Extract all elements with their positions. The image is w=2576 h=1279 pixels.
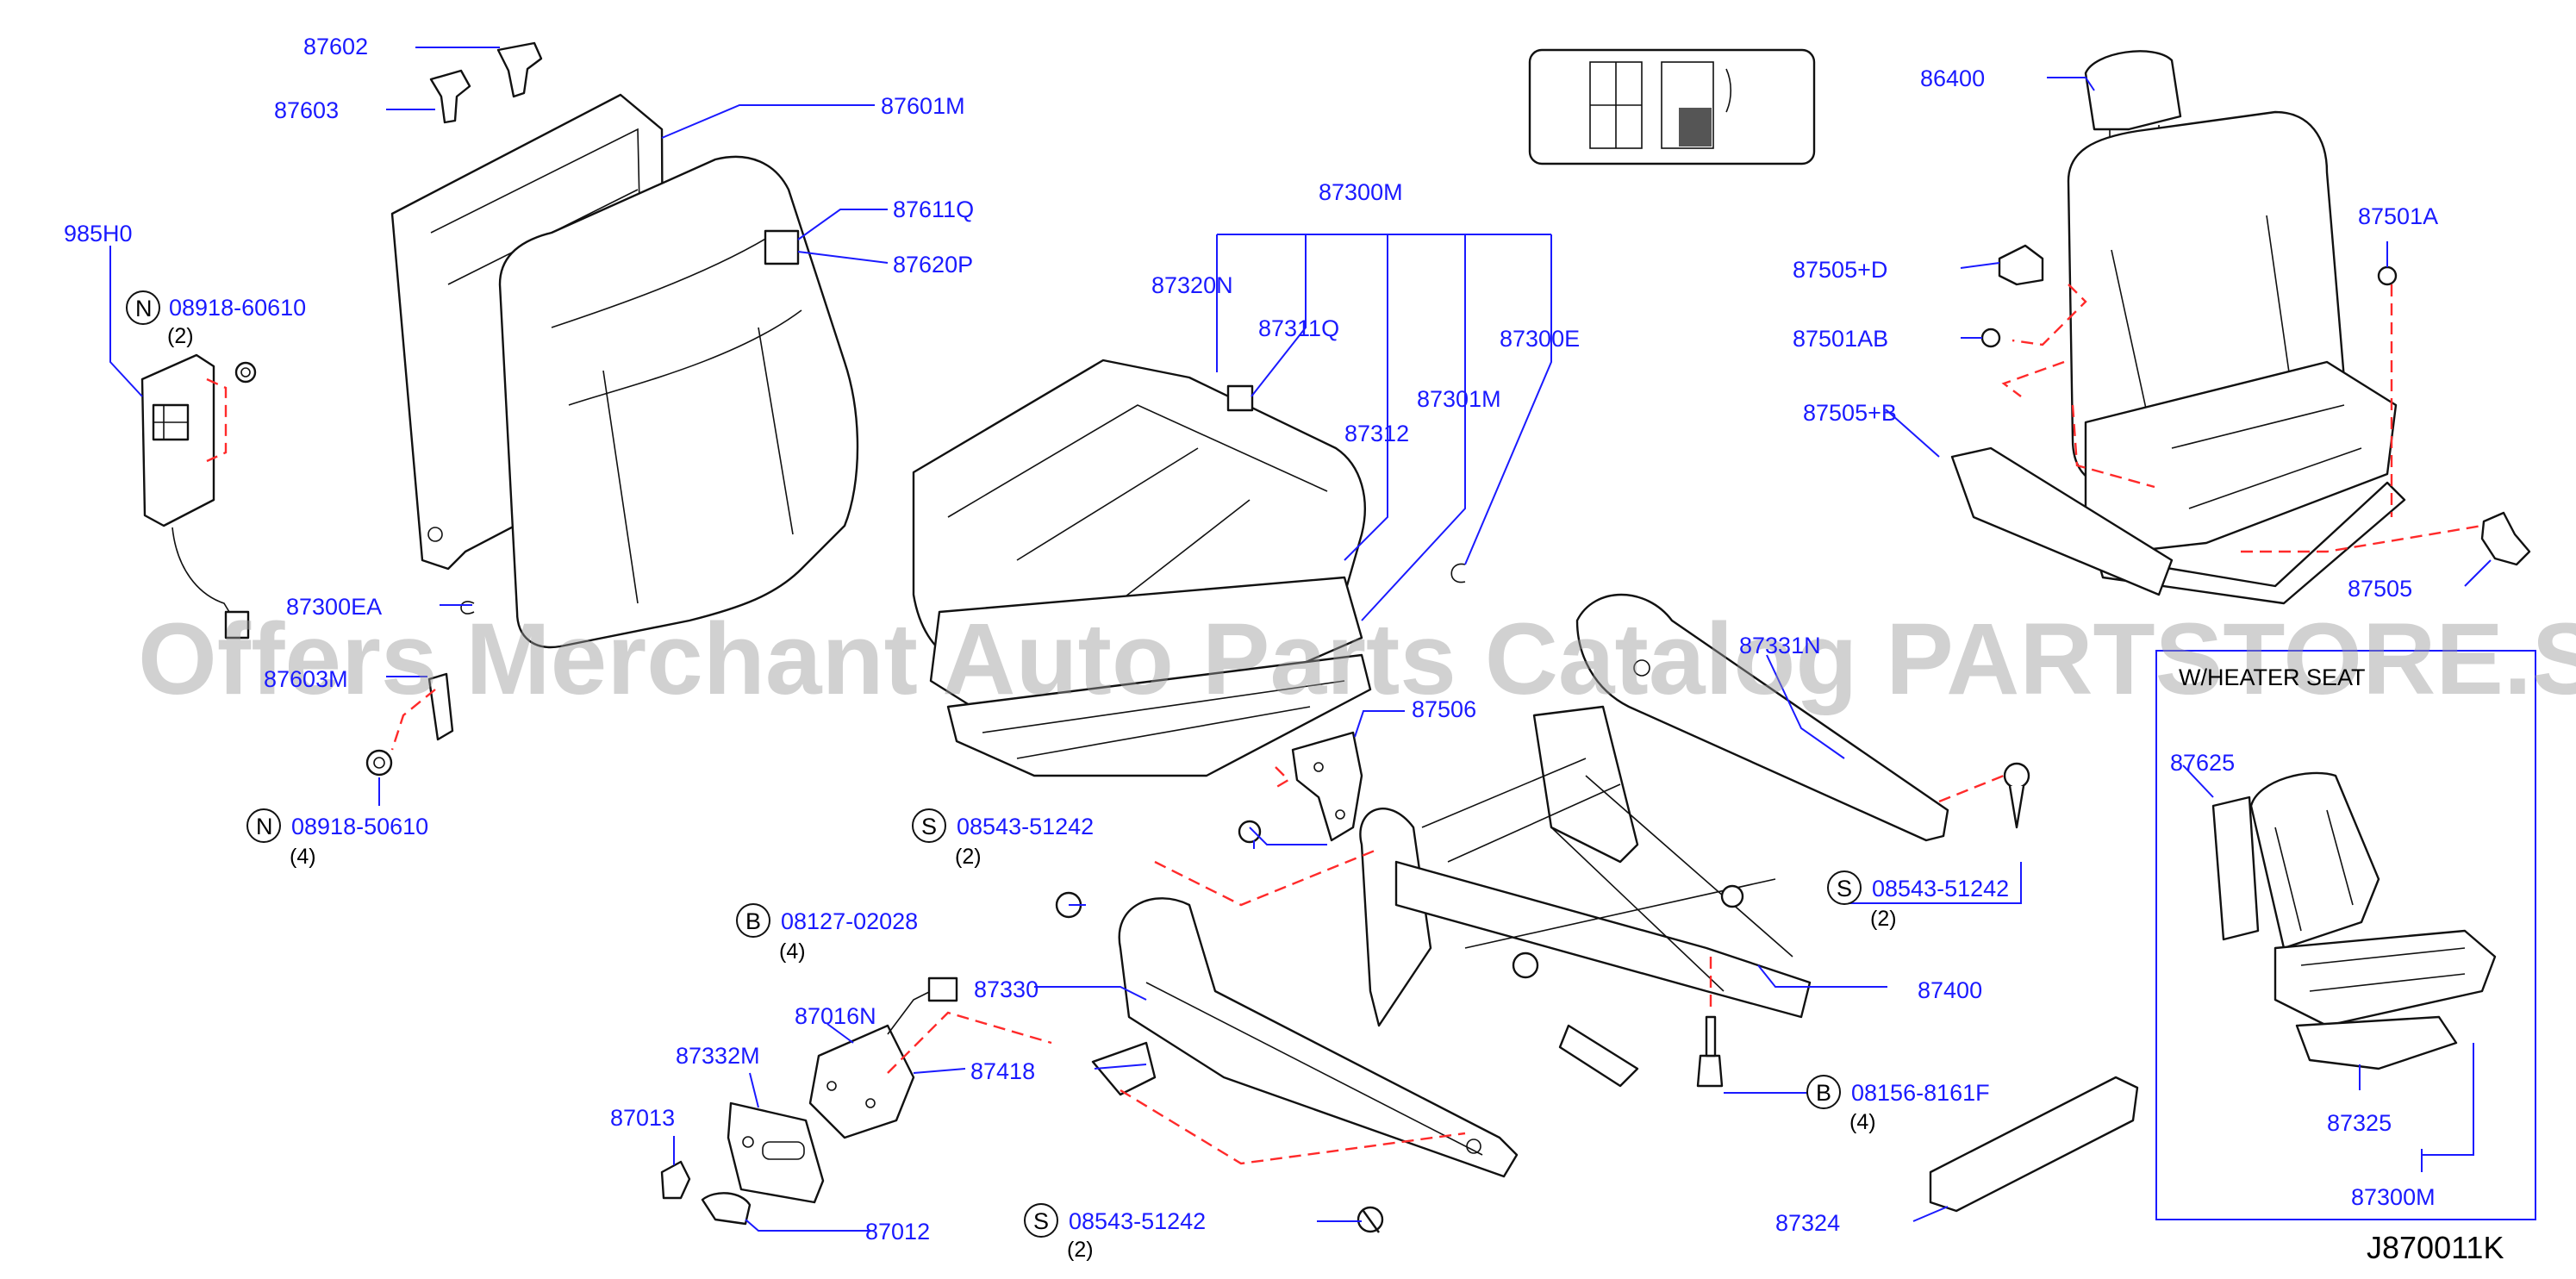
label-87013: 87013 — [610, 1105, 675, 1131]
label-87601m: 87601M — [881, 93, 965, 119]
knob-87418-drawing — [1091, 1041, 1157, 1096]
label-87505-b: 87505+B — [1803, 400, 1897, 426]
fastener-code: 08918-50610 — [291, 814, 428, 839]
watermark: Offers Merchant Auto Parts Catalog PARTS… — [138, 602, 2576, 716]
bracket-87506-drawing — [1238, 731, 1363, 844]
label-87625: 87625 — [2170, 750, 2235, 776]
fastener-s-08543-51242-b: S 08543-51242 (2) — [1827, 870, 2009, 931]
trim-87332m-drawing — [727, 1101, 825, 1204]
fastener-prefix: S — [1033, 1208, 1049, 1234]
knob-87013-drawing — [660, 1160, 691, 1200]
seat-frame-drawing — [1359, 705, 1812, 1088]
key-legend-drawing — [1528, 48, 1816, 165]
fastener-code: 08156-8161F — [1851, 1080, 1990, 1106]
fastener-qty: (2) — [955, 845, 982, 869]
switch-87016n-drawing — [808, 976, 958, 1139]
fastener-qty: (2) — [1870, 907, 1897, 931]
label-87320n: 87320N — [1151, 272, 1233, 298]
label-87620p: 87620P — [893, 252, 973, 278]
fastener-qty: (4) — [1849, 1110, 1876, 1134]
fastener-s-08543-51242-a: S 08543-51242 (2) — [912, 808, 1094, 869]
fastener-qty: (4) — [290, 845, 316, 869]
label-87300m: 87300M — [1319, 179, 1403, 205]
cover-caps-drawing — [1950, 244, 2531, 596]
label-87312: 87312 — [1344, 421, 1409, 446]
label-87324: 87324 — [1775, 1210, 1840, 1236]
inset-title: W/HEATER SEAT — [2179, 664, 2366, 690]
label-87505: 87505 — [2348, 576, 2412, 602]
fastener-prefix: S — [921, 814, 937, 839]
inset-frame — [2155, 650, 2536, 1220]
clip-87300e-drawing — [1450, 563, 1466, 583]
bolt-08156-drawing — [1696, 1015, 1724, 1088]
label-87300ea: 87300EA — [286, 594, 382, 620]
bracket-87324-drawing — [1929, 1076, 2139, 1213]
fastener-s-08543-51242-c: S 08543-51242 (2) — [1024, 1203, 1206, 1262]
inset-seat-drawing — [2211, 771, 2497, 1070]
fastener-code: 08127-02028 — [781, 908, 918, 934]
label-87330: 87330 — [974, 976, 1039, 1002]
heater-switch-drawing — [140, 353, 257, 640]
fastener-prefix: B — [745, 908, 761, 934]
label-985h0: 985H0 — [64, 221, 133, 246]
fastener-code: 08543-51242 — [1872, 876, 2009, 902]
label-87332m: 87332M — [676, 1043, 760, 1069]
assembly-lines — [206, 284, 2483, 1165]
label-87300e: 87300E — [1500, 326, 1580, 352]
fastener-code: 08918-60610 — [169, 295, 306, 321]
label-87603: 87603 — [274, 97, 339, 123]
seat-cushion-drawing — [912, 359, 1372, 777]
side-cover-87330-drawing — [1118, 897, 1519, 1178]
fastener-callouts: N 08918-60610 (2) N 08918-50610 (4) S 08… — [126, 290, 2009, 1262]
fastener-b-08127-02028: B 08127-02028 (4) — [736, 903, 918, 964]
fastener-prefix: N — [135, 296, 153, 321]
leader-lines — [109, 47, 2492, 1232]
fastener-code: 08543-51242 — [1069, 1208, 1206, 1234]
fastener-qty: (2) — [167, 324, 194, 348]
label-87331n: 87331N — [1739, 633, 1821, 658]
fastener-qty: (4) — [779, 939, 806, 964]
part-labels: 87602 87603 87601M 985H0 87611Q 87620P 8… — [64, 34, 2504, 1265]
label-87012: 87012 — [865, 1219, 930, 1245]
label-87418: 87418 — [970, 1058, 1035, 1084]
label-87505-d: 87505+D — [1793, 257, 1887, 283]
fastener-qty: (2) — [1067, 1238, 1094, 1262]
label-87400: 87400 — [1918, 977, 1982, 1003]
label-87301m: 87301M — [1417, 386, 1501, 412]
fastener-prefix: N — [256, 814, 273, 839]
diagram-code: J870011K — [2367, 1230, 2504, 1265]
label-87016n: 87016N — [795, 1003, 876, 1029]
label-87300m-inset: 87300M — [2351, 1184, 2436, 1210]
label-87501a: 87501A — [2358, 203, 2438, 229]
label-87325: 87325 — [2327, 1110, 2392, 1136]
screw-08543-drawing — [1357, 1206, 1384, 1233]
rail-87331n-drawing — [1575, 593, 2030, 842]
fastener-code: 08543-51242 — [957, 814, 1094, 839]
fastener-n-08918-60610: N 08918-60610 (2) — [126, 290, 306, 348]
label-87501ab: 87501AB — [1793, 326, 1888, 352]
fastener-n-08918-50610: N 08918-50610 (4) — [246, 808, 428, 869]
label-87611q: 87611Q — [893, 197, 974, 222]
fastener-prefix: S — [1837, 876, 1852, 902]
knob-87012-drawing — [701, 1192, 752, 1226]
fastener-prefix: B — [1816, 1080, 1831, 1106]
label-87603m: 87603M — [264, 666, 348, 692]
seatback-cushion-drawing — [498, 155, 859, 649]
label-87311q: 87311Q — [1258, 315, 1339, 341]
label-87602: 87602 — [303, 34, 368, 59]
label-87506: 87506 — [1412, 696, 1476, 722]
clip-87602-drawing — [429, 41, 543, 124]
fastener-b-08156-8161f: B 08156-8161F (4) — [1806, 1075, 1990, 1134]
complete-seat-drawing — [2067, 50, 2406, 605]
label-86400: 86400 — [1920, 66, 1985, 91]
